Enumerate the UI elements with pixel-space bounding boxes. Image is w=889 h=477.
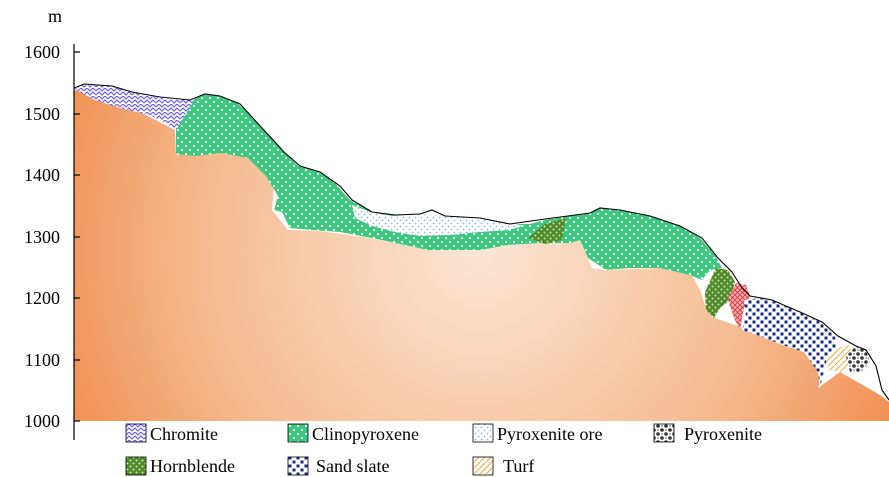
legend-label-hornblende: Hornblende	[150, 456, 235, 476]
legend-swatch-sand-slate	[288, 457, 308, 475]
y-tick-label-1300: 1300	[24, 227, 60, 247]
legend-swatch-hornblende	[126, 457, 146, 475]
legend-label-pyroxenite: Pyroxenite	[684, 424, 762, 444]
legend-label-sand-slate: Sand slate	[316, 456, 390, 476]
y-tick-label-1000: 1000	[24, 411, 60, 431]
legend-swatch-chromite	[126, 424, 146, 442]
legend-swatch-pyroxenite-ore	[473, 424, 493, 442]
y-tick-label-1600: 1600	[24, 42, 60, 62]
legend-label-turf: Turf	[503, 456, 534, 476]
legend-label-pyroxenite-ore: Pyroxenite ore	[497, 424, 602, 444]
legend-swatch-clinopyroxene	[288, 424, 308, 442]
y-axis-unit: m	[48, 6, 62, 26]
legend-swatch-pyroxenite	[654, 424, 674, 442]
hornblende-lens-2	[705, 268, 735, 318]
legend-label-clinopyroxene: Clinopyroxene	[312, 424, 419, 444]
y-tick-label-1200: 1200	[24, 288, 60, 308]
y-tick-label-1500: 1500	[24, 104, 60, 124]
legend-label-chromite: Chromite	[150, 424, 218, 444]
legend-swatch-turf	[473, 457, 493, 475]
legend: Chromite Clinopyroxene Pyroxenite ore Py…	[126, 424, 762, 476]
y-tick-label-1400: 1400	[24, 165, 60, 185]
y-tick-label-1100: 1100	[25, 350, 60, 370]
